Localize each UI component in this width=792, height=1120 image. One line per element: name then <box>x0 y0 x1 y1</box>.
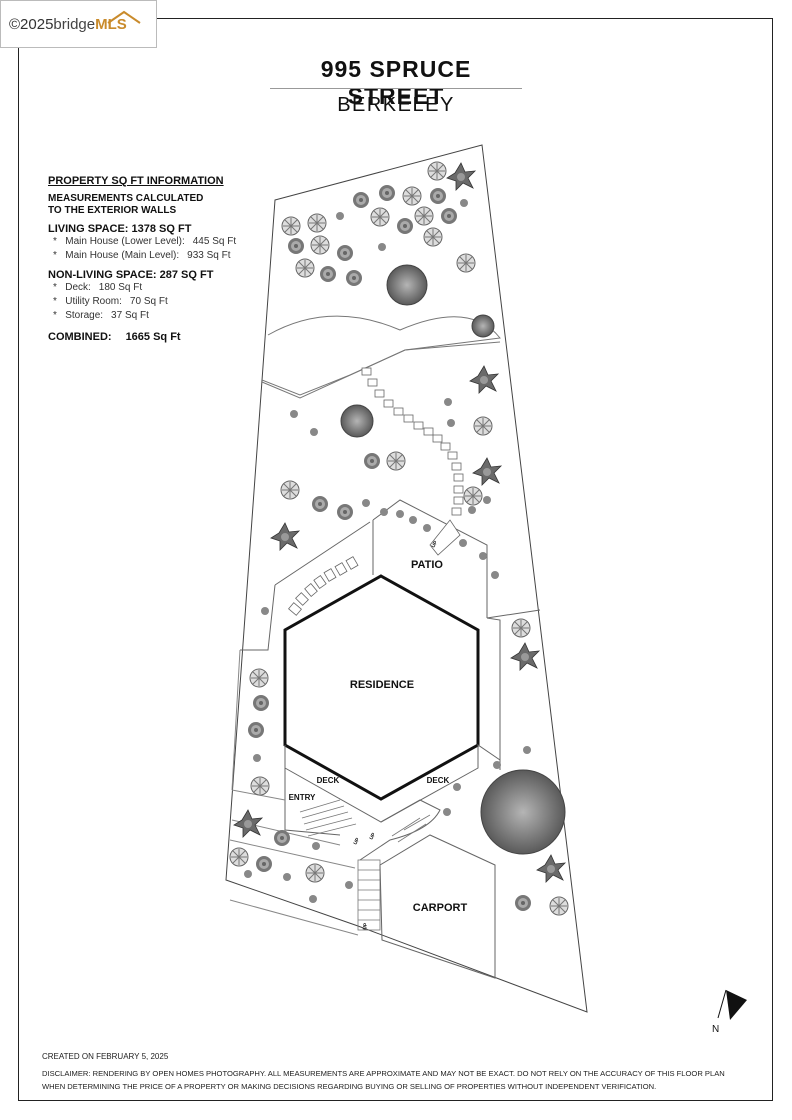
patio-label: PATIO <box>411 559 443 571</box>
sqft-info-panel: PROPERTY SQ FT INFORMATION MEASUREMENTS … <box>48 175 236 343</box>
tree <box>340 404 374 438</box>
combined-value: 1665 Sq Ft <box>125 331 181 343</box>
created-date: CREATED ON FEBRUARY 5, 2025 <box>42 1052 169 1061</box>
disclaimer-line: WHEN DETERMINING THE PRICE OF A PROPERTY… <box>42 1082 657 1091</box>
deck-outline <box>284 744 501 823</box>
combined-label: COMBINED: <box>48 331 112 343</box>
logo-roof-icon <box>107 10 141 24</box>
living-item-label: Main House (Lower Level): <box>65 236 185 247</box>
stair-up-label: UP <box>353 836 362 846</box>
info-note-2: TO THE EXTERIOR WALLS <box>48 205 177 216</box>
nonliving-item-label: Storage: <box>65 310 104 321</box>
title-divider <box>270 88 522 89</box>
nonliving-item: * Deck:180 Sq Ft <box>53 282 143 293</box>
lawn-edge <box>261 315 501 396</box>
carport-outline <box>379 834 496 979</box>
nonliving-space-heading: NON-LIVING SPACE: 287 SQ FT <box>48 269 214 281</box>
disclaimer-line: DISCLAIMER: RENDERING BY OPEN HOMES PHOT… <box>42 1069 725 1078</box>
north-label: N <box>712 1024 719 1035</box>
nonliving-item-label: Utility Room: <box>65 296 122 307</box>
entry-label: ENTRY <box>289 793 316 802</box>
living-item-value: 933 Sq Ft <box>187 250 231 261</box>
lawn-edge-inner <box>261 341 501 399</box>
nonliving-item-value: 37 Sq Ft <box>111 310 149 321</box>
living-item-label: Main House (Main Level): <box>65 250 180 261</box>
info-heading: PROPERTY SQ FT INFORMATION <box>48 175 224 187</box>
stair-up-label: UP <box>362 922 369 931</box>
nonliving-item: * Storage:37 Sq Ft <box>53 310 149 321</box>
tree <box>471 314 495 338</box>
patio-stairs <box>429 519 461 556</box>
deck-left-label: DECK <box>317 776 340 785</box>
stair-up-label: UP <box>431 539 440 549</box>
logo-copyright: ©2025 <box>9 15 54 33</box>
logo-brand-bridge: bridge <box>53 15 96 33</box>
north-arrow-icon: N <box>712 989 747 1035</box>
stepping-stones-left <box>288 556 359 616</box>
nonliving-item-value: 180 Sq Ft <box>98 282 143 293</box>
page-title: 995 SPRUCE STREET <box>320 56 472 109</box>
logo-brand-mls: MLS <box>95 15 127 33</box>
page-frame <box>18 18 773 1101</box>
page-subtitle: BERKELEY <box>337 94 455 116</box>
disclaimer: DISCLAIMER: RENDERING BY OPEN HOMES PHOT… <box>42 1067 762 1093</box>
living-item: * Main House (Lower Level):445 Sq Ft <box>53 236 237 247</box>
carport-label: CARPORT <box>413 902 468 914</box>
entry-outline <box>284 768 441 861</box>
tree <box>386 264 428 306</box>
entry-stairs <box>299 799 431 843</box>
stair-up-label: UP <box>369 831 378 841</box>
residence-outline <box>283 574 480 801</box>
side-stairs <box>357 859 381 931</box>
large-tree <box>480 769 566 855</box>
nonliving-item: * Utility Room:70 Sq Ft <box>53 296 168 307</box>
deck-right-label: DECK <box>427 776 450 785</box>
living-space-heading: LIVING SPACE: 1378 SQ FT <box>48 223 192 235</box>
nonliving-item-label: Deck: <box>65 282 91 293</box>
residence-label: RESIDENCE <box>350 679 414 691</box>
living-item-value: 445 Sq Ft <box>192 236 237 247</box>
yard-walls <box>240 584 541 770</box>
terrace-edge <box>231 649 241 791</box>
nonliving-item-value: 70 Sq Ft <box>129 296 168 307</box>
living-item: * Main House (Main Level):933 Sq Ft <box>53 250 231 261</box>
stepping-stones <box>361 367 464 516</box>
combined-total: COMBINED: 1665 Sq Ft <box>48 331 236 343</box>
info-note-1: MEASUREMENTS CALCULATED <box>48 193 204 204</box>
